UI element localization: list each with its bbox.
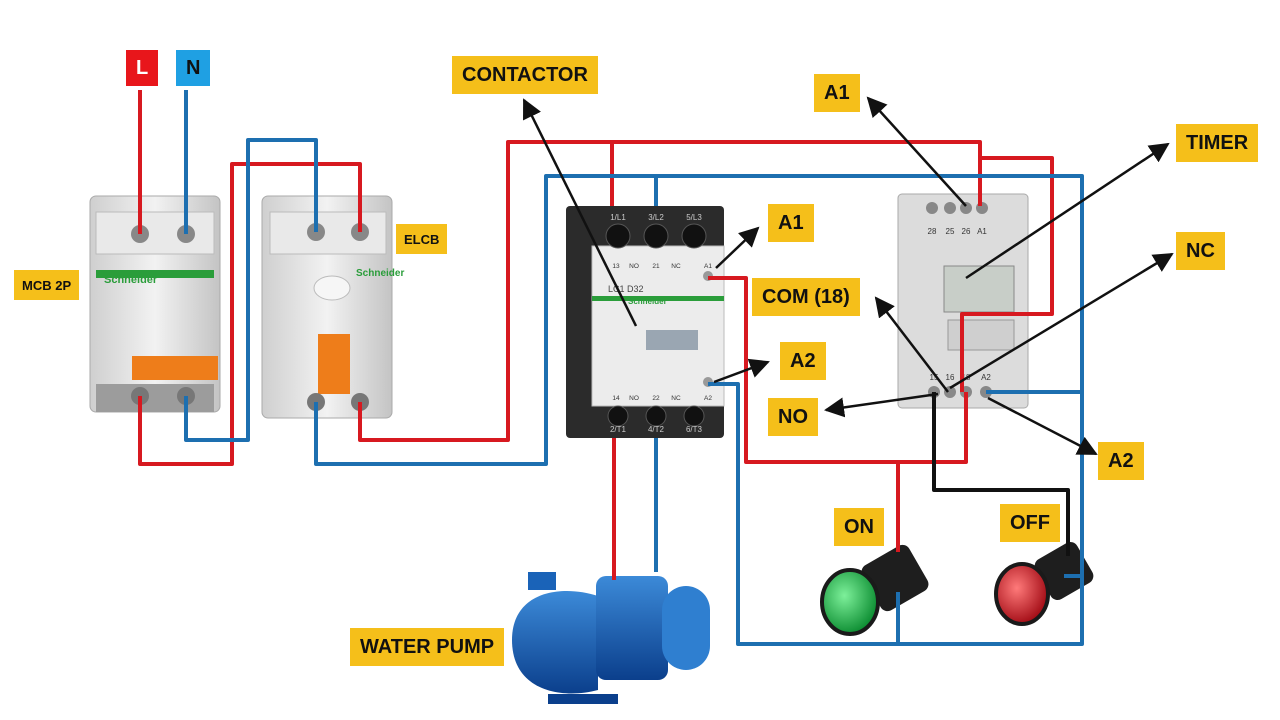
terminal-marking: 26 bbox=[962, 227, 971, 236]
timer-device bbox=[897, 193, 1029, 409]
terminal-marking: 1/L1 bbox=[610, 213, 626, 222]
terminal-marking: 4/T2 bbox=[648, 425, 665, 434]
live-tag: L bbox=[126, 50, 159, 86]
terminal-marking: 22 bbox=[652, 395, 660, 402]
neutral-tag: N bbox=[176, 50, 211, 86]
contactor-top-terminal-labels: 1/L1 3/L2 5/L3 bbox=[610, 213, 702, 222]
no-label: NO bbox=[768, 398, 818, 436]
contactor-bottom-terminal-labels: 2/T1 4/T2 6/T3 bbox=[610, 425, 703, 434]
contactor-aux-top-labels: 13 NO 21 NC A1 bbox=[612, 263, 712, 270]
terminal-marking: 5/L3 bbox=[686, 213, 702, 222]
mcb-label: MCB 2P bbox=[14, 270, 80, 300]
terminal-marking: A1 bbox=[977, 227, 987, 236]
terminal-marking: 28 bbox=[928, 227, 937, 236]
contactor-model-text: LC1 D32 bbox=[608, 284, 644, 294]
terminal-marking: 16 bbox=[946, 373, 955, 382]
contactor-brand-text: Schneider bbox=[628, 297, 667, 306]
elcb-label: ELCB bbox=[396, 224, 448, 254]
timer-top-terminal-labels: 28 25 26 A1 bbox=[928, 227, 988, 236]
timer-a1-label: A1 bbox=[814, 74, 860, 112]
neutral-wires bbox=[184, 90, 1084, 646]
elcb-brand-text: Schneider bbox=[356, 268, 404, 279]
terminal-marking: A2 bbox=[981, 373, 991, 382]
terminal-marking: A1 bbox=[704, 263, 712, 270]
elcb-device: Schneider bbox=[261, 195, 404, 419]
terminal-marking: 21 bbox=[652, 263, 660, 270]
mcb-brand-text: Schneider bbox=[104, 274, 158, 286]
com-label: COM (18) bbox=[752, 278, 860, 316]
water-pump-image bbox=[512, 572, 710, 704]
on-indicator-lamp bbox=[820, 544, 929, 636]
nc-label: NC bbox=[1176, 232, 1225, 270]
live-wires bbox=[138, 90, 1054, 580]
terminal-marking: 15 bbox=[930, 373, 939, 382]
off-indicator-lamp bbox=[994, 542, 1094, 626]
mcb-device: Schneider bbox=[89, 195, 221, 413]
terminal-marking: A2 bbox=[704, 395, 712, 402]
timer-label: TIMER bbox=[1176, 124, 1259, 162]
off-label: OFF bbox=[1000, 504, 1060, 542]
terminal-marking: NC bbox=[671, 263, 681, 270]
contactor-label: CONTACTOR bbox=[452, 56, 598, 94]
terminal-marking: 3/L2 bbox=[648, 213, 664, 222]
terminal-marking: 2/T1 bbox=[610, 425, 627, 434]
terminal-marking: 13 bbox=[612, 263, 620, 270]
on-label: ON bbox=[834, 508, 884, 546]
terminal-marking: 25 bbox=[946, 227, 955, 236]
contactor-a1-label: A1 bbox=[768, 204, 814, 242]
terminal-marking: NO bbox=[629, 395, 639, 402]
contactor-device: LC1 D32 Schneider bbox=[566, 206, 725, 438]
terminal-marking: NO bbox=[629, 263, 639, 270]
annotation-arrows bbox=[522, 96, 1174, 456]
terminal-marking: NC bbox=[671, 395, 681, 402]
contactor-aux-bottom-labels: 14 NO 22 NC A2 bbox=[612, 395, 712, 402]
terminal-marking: 6/T3 bbox=[686, 425, 703, 434]
terminal-marking: 14 bbox=[612, 395, 620, 402]
control-wire bbox=[932, 392, 1070, 556]
water-pump-label: WATER PUMP bbox=[350, 628, 505, 666]
timer-a2-label: A2 bbox=[1098, 442, 1144, 480]
contactor-a2-label: A2 bbox=[780, 342, 826, 380]
